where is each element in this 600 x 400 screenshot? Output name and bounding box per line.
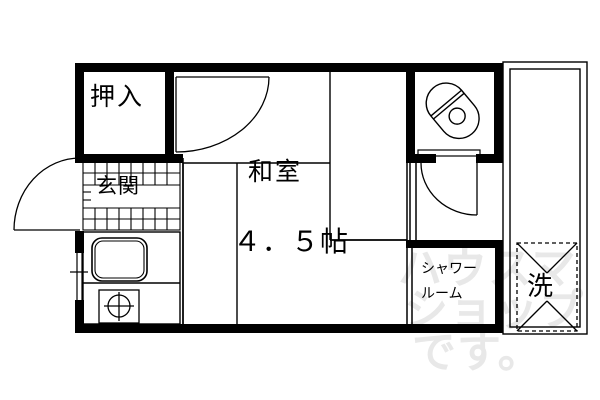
watermark-line-3: です。 bbox=[412, 327, 543, 378]
sink-fixture bbox=[91, 237, 148, 282]
closet-door-swing bbox=[175, 76, 270, 153]
room-label-closet: 押入 bbox=[90, 82, 145, 111]
shower-room-walls bbox=[406, 240, 503, 333]
toilet-walls bbox=[406, 63, 503, 163]
watermark-line-1: ハウスマ bbox=[398, 243, 577, 294]
genkan-tile-pattern bbox=[82, 159, 181, 231]
entrance-door-swing bbox=[13, 157, 81, 231]
tatami-division-lines bbox=[183, 72, 407, 324]
exterior-walls bbox=[75, 63, 503, 333]
washing-machine-placement bbox=[516, 242, 578, 332]
room-size-label-tatami: ４．５帖 bbox=[233, 225, 350, 258]
balcony-outline bbox=[502, 61, 588, 335]
room-label-shower-room-line2: ルーム bbox=[421, 286, 463, 302]
kitchen-counter bbox=[82, 231, 181, 325]
room-label-entrance: 玄関 bbox=[96, 174, 140, 198]
toilet-door-swing bbox=[420, 162, 478, 216]
room-label-washer: 洗 bbox=[527, 272, 554, 302]
stove-burner bbox=[98, 289, 140, 324]
toilet-fixture bbox=[425, 82, 480, 140]
kitchen-window bbox=[70, 252, 88, 301]
interior-partitions bbox=[182, 158, 417, 333]
room-label-shower-room-line1: シャワー bbox=[421, 261, 477, 277]
toilet-tank bbox=[417, 149, 481, 157]
room-label-japanese-room: 和室 bbox=[248, 157, 303, 186]
